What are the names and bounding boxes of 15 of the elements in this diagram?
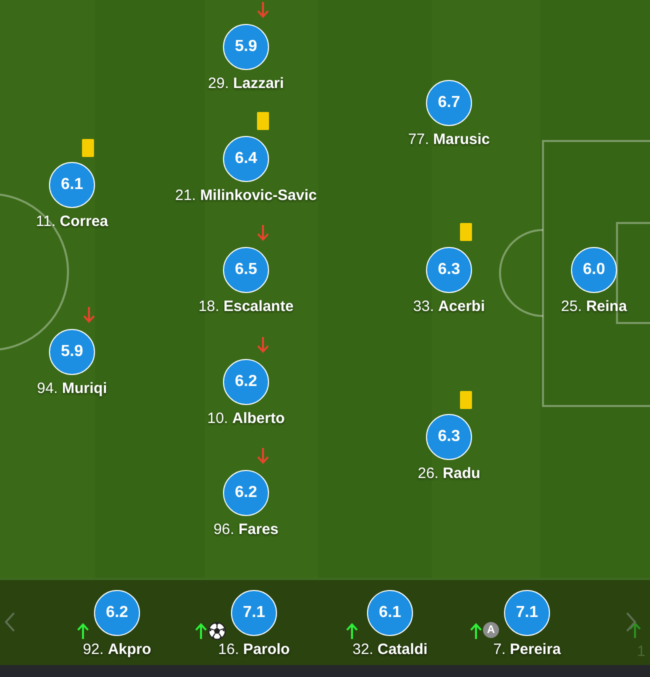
- player-name: 16. Parolo: [218, 641, 290, 659]
- player-name: 96. Fares: [213, 521, 279, 539]
- player-name: 33. Acerbi: [413, 298, 485, 316]
- player-name: 94. Muriqi: [36, 380, 108, 398]
- player-name: 18. Escalante: [198, 298, 294, 316]
- player-name: 25. Reina: [561, 298, 627, 316]
- player-name: 77. Marusic: [408, 131, 490, 149]
- player-name: 26. Radu: [418, 465, 480, 483]
- player-name: 92. Akpro: [82, 641, 152, 659]
- player-name: 7. Pereira: [493, 641, 561, 659]
- player-name: 11. Correa: [36, 213, 108, 231]
- player-name: 32. Cataldi: [352, 641, 428, 659]
- player-name: 21. Milinkovic-Savic: [175, 187, 317, 205]
- player-name: 10. Alberto: [207, 410, 285, 428]
- player-name: 29. Lazzari: [208, 75, 284, 93]
